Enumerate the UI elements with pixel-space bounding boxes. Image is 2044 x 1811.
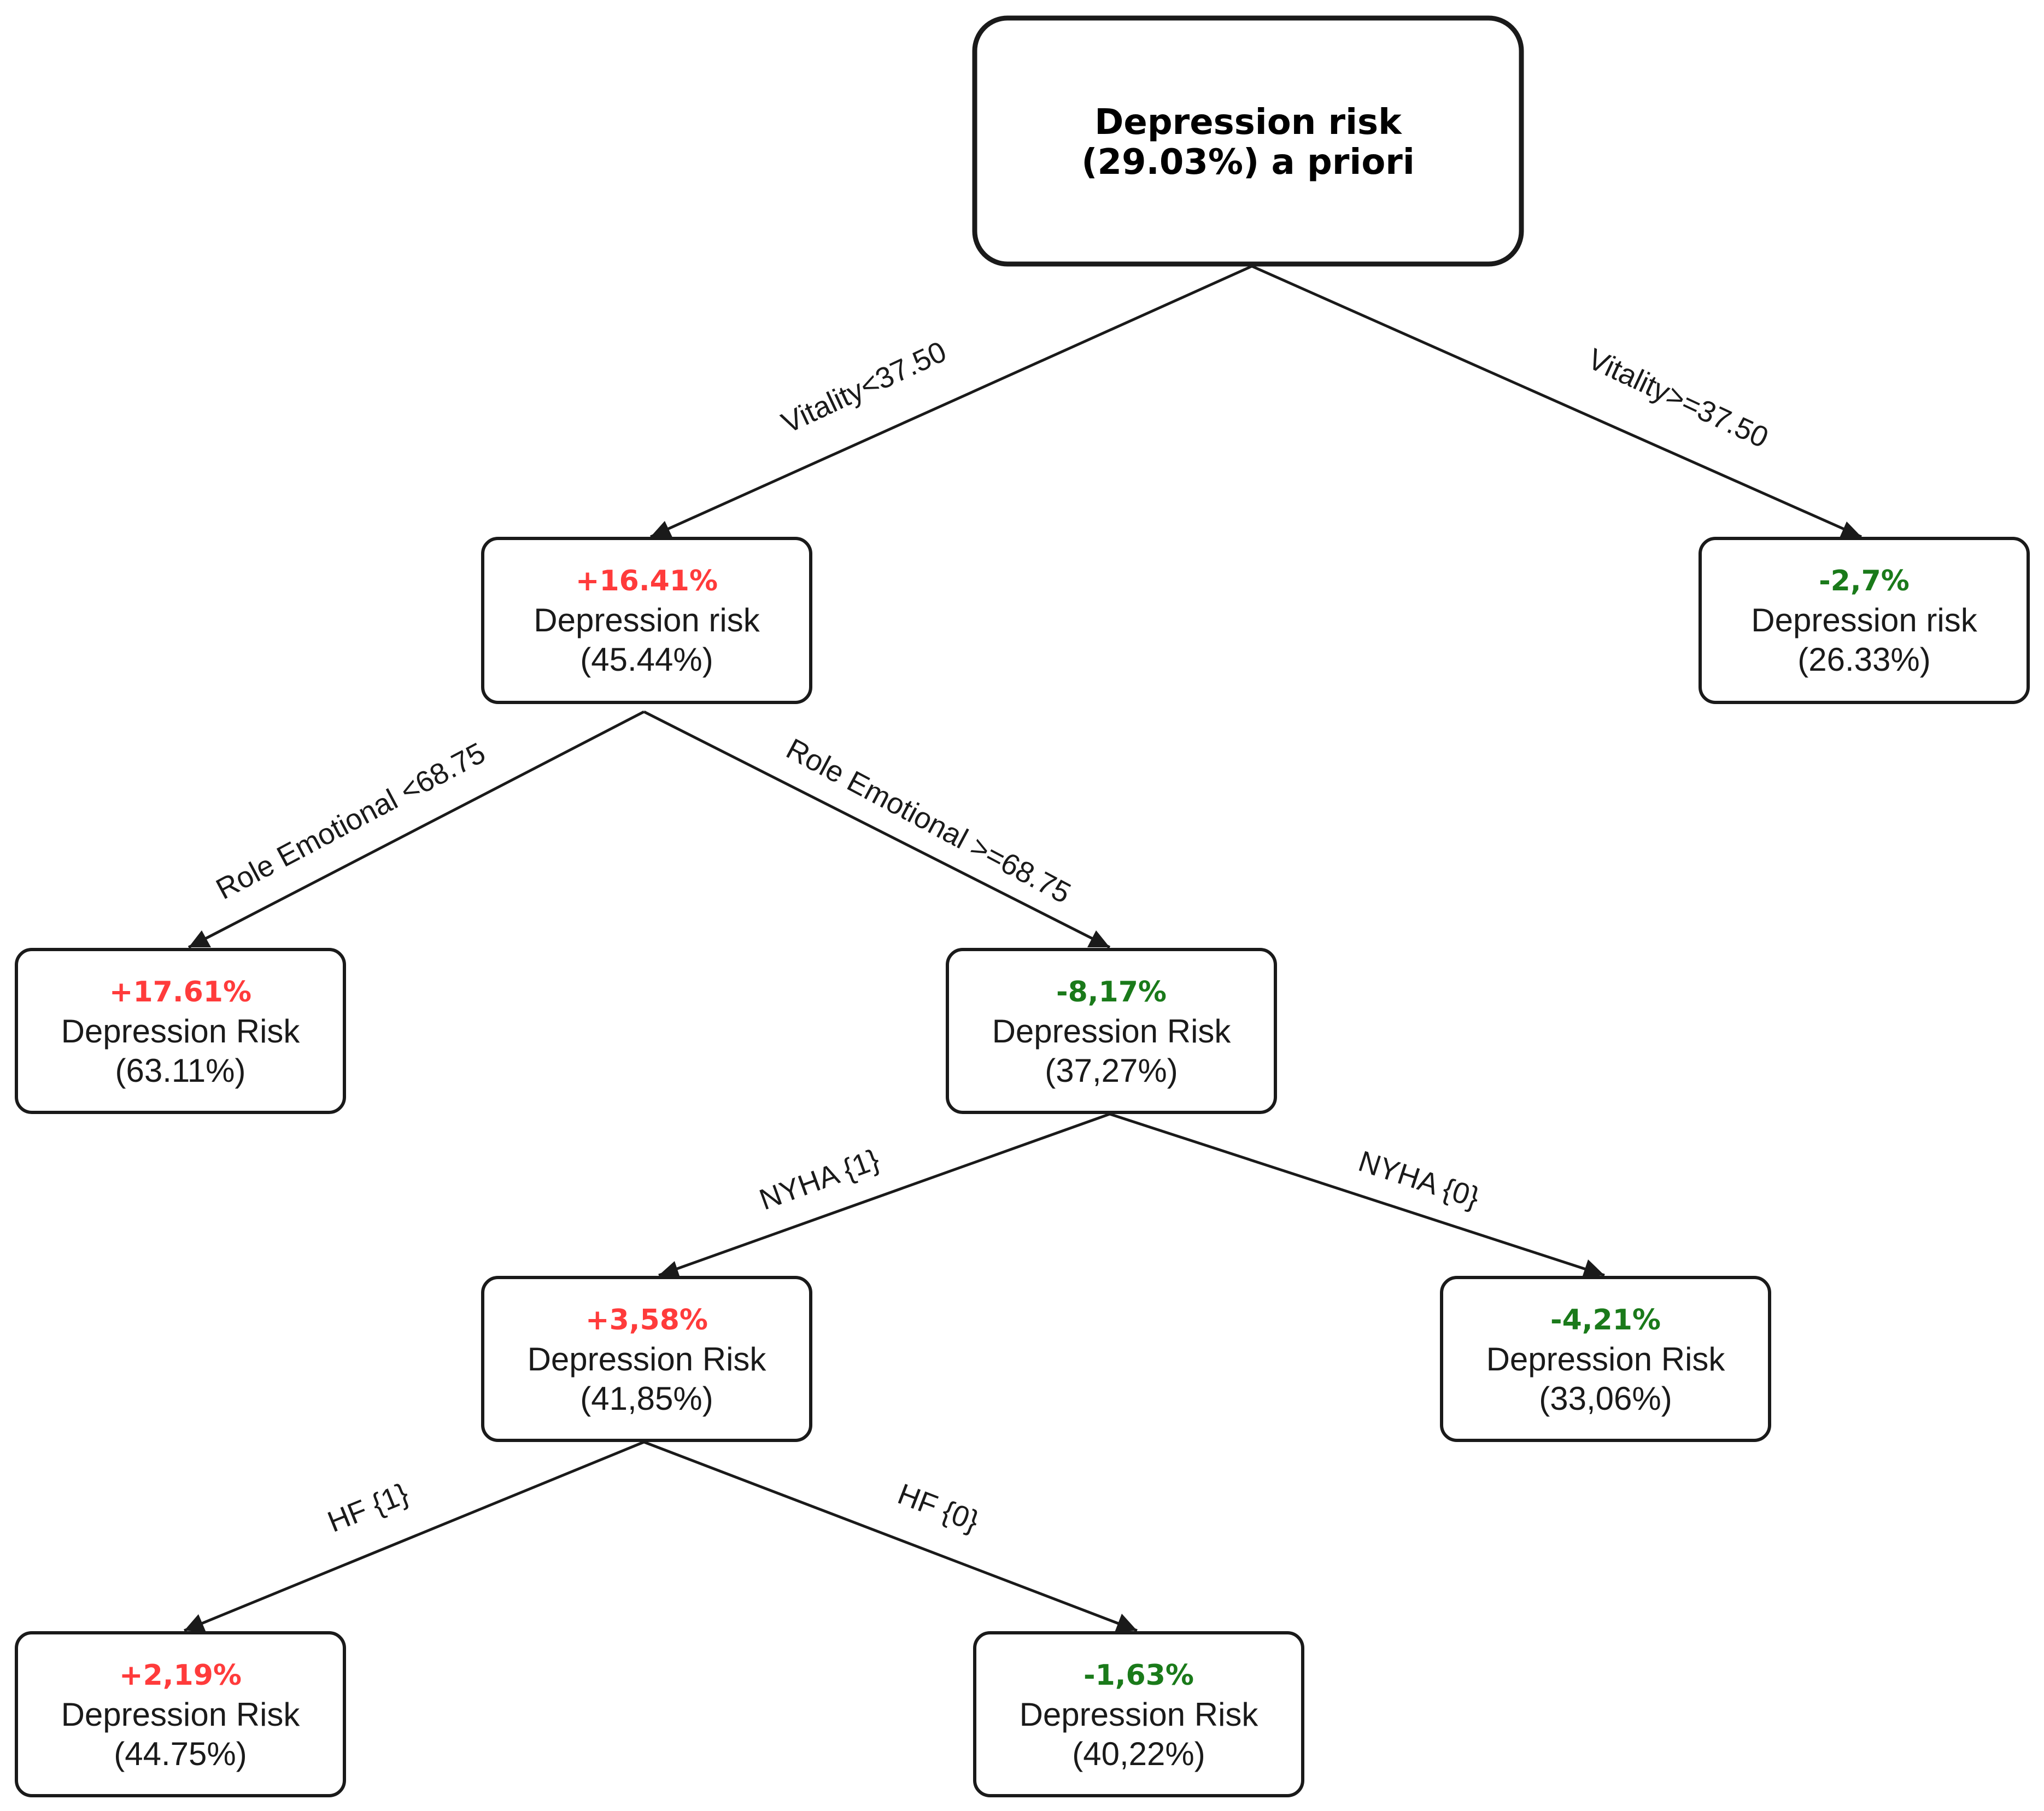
node-label: Depression Risk: [992, 1013, 1232, 1050]
node-value: (41,85%): [580, 1380, 713, 1417]
node-value: (44.75%): [114, 1736, 247, 1772]
node-value: (63.11%): [115, 1052, 245, 1089]
node-delta: +16.41%: [576, 565, 718, 597]
node-label: Depression risk: [534, 602, 760, 638]
node-delta: -1,63%: [1084, 1659, 1194, 1692]
node-label: Depression Risk: [1486, 1341, 1726, 1378]
node-role-emotional-low: +17.61% Depression Risk (63.11%): [15, 948, 346, 1114]
root-title: Depression risk: [1094, 102, 1402, 143]
node-nyha-1: +3,58% Depression Risk (41,85%): [481, 1276, 812, 1442]
node-label: Depression risk: [1751, 602, 1977, 638]
node-delta: +17.61%: [109, 976, 251, 1009]
edge-label-vitality-low: Vitality<37.50: [777, 335, 952, 440]
node-value: (45.44%): [580, 641, 713, 678]
edge-label-hf-0: HF {0}: [893, 1478, 983, 1538]
node-delta: +2,19%: [119, 1659, 242, 1692]
node-value: (26.33%): [1797, 641, 1930, 678]
node-label: Depression Risk: [1020, 1696, 1259, 1733]
edge-n4-n6: [1109, 1112, 1605, 1277]
edge-n5-n7: [184, 1440, 645, 1632]
node-nyha-0: -4,21% Depression Risk (33,06%): [1440, 1276, 1771, 1442]
edge-label-nyha-0: NYHA {0}: [1355, 1145, 1484, 1215]
edge-label-role-emotional-low: Role Emotional <68.75: [211, 736, 491, 906]
root-subtitle: (29.03%) a priori: [1081, 142, 1415, 183]
edge-label-vitality-high: Vitality>=37.50: [1583, 342, 1773, 454]
root-node: Depression risk (29.03%) a priori: [972, 15, 1524, 267]
node-label: Depression Risk: [61, 1696, 301, 1733]
node-value: (33,06%): [1539, 1380, 1672, 1417]
edge-n1-n3: [188, 710, 645, 949]
edge-label-nyha-1: NYHA {1}: [755, 1143, 883, 1216]
edge-n1-n4: [643, 710, 1111, 949]
node-value: (40,22%): [1072, 1736, 1205, 1772]
node-role-emotional-high: -8,17% Depression Risk (37,27%): [946, 948, 1277, 1114]
edge-label-hf-1: HF {1}: [323, 1477, 413, 1539]
node-hf-0: -1,63% Depression Risk (40,22%): [973, 1631, 1304, 1797]
node-delta: +3,58%: [585, 1304, 708, 1337]
edge-root-n1: [649, 265, 1253, 538]
edge-label-role-emotional-high: Role Emotional >=68.75: [781, 732, 1076, 910]
node-delta: -8,17%: [1056, 976, 1167, 1009]
node-delta: -2,7%: [1819, 565, 1910, 597]
node-vitality-low: +16.41% Depression risk (45.44%): [481, 537, 812, 704]
node-label: Depression Risk: [61, 1013, 301, 1050]
node-value: (37,27%): [1045, 1052, 1178, 1089]
node-delta: -4,21%: [1550, 1304, 1661, 1337]
edge-n4-n5: [658, 1112, 1110, 1279]
node-hf-1: +2,19% Depression Risk (44.75%): [15, 1631, 346, 1797]
node-vitality-high: -2,7% Depression risk (26.33%): [1699, 537, 2030, 704]
edge-n5-n8: [643, 1440, 1138, 1632]
edge-root-n2: [1251, 265, 1863, 539]
node-label: Depression Risk: [528, 1341, 767, 1378]
